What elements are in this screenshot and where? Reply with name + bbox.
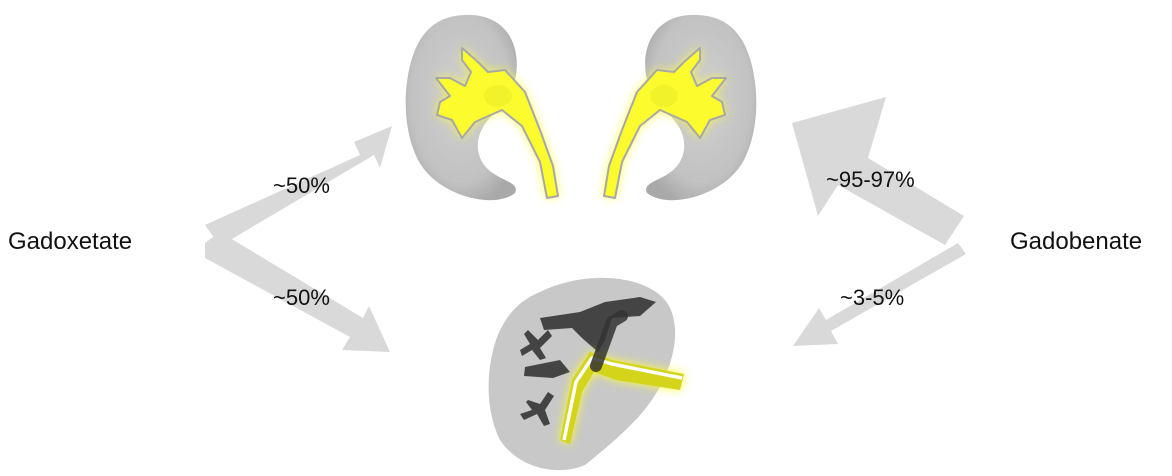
agent-label-gadoxetate: Gadoxetate bbox=[8, 228, 132, 256]
agent-label-gadobenate: Gadobenate bbox=[1010, 228, 1142, 256]
percent-left-liver: ~50% bbox=[273, 285, 330, 311]
percent-right-kidneys: ~95-97% bbox=[826, 167, 915, 193]
liver-icon bbox=[489, 278, 684, 470]
kidney-right-icon bbox=[604, 15, 756, 200]
percent-right-liver: ~3-5% bbox=[840, 285, 904, 311]
kidney-left-icon bbox=[406, 15, 558, 200]
percent-left-kidneys: ~50% bbox=[273, 173, 330, 199]
